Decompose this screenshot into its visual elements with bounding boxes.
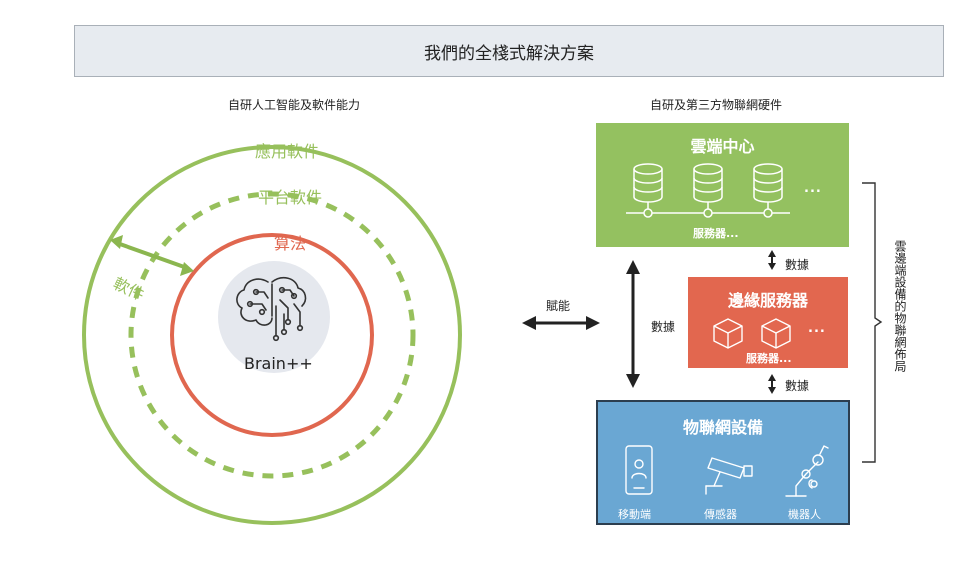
cube-icon xyxy=(761,318,791,349)
data-label-top: 數據 xyxy=(785,258,810,272)
algorithm-ring xyxy=(170,233,374,437)
cloud-server-label: 服務器... xyxy=(693,227,739,240)
device-label-robot: 機器人 xyxy=(788,508,821,521)
page-title: 我們的全棧式解決方案 xyxy=(424,43,594,64)
iot-layout-label: 雲邊端設備的物聯網佈局 xyxy=(893,240,907,372)
cube-icon xyxy=(713,318,743,349)
platform-ring xyxy=(128,191,416,479)
enable-label: 賦能 xyxy=(546,299,571,313)
data-arrow-long xyxy=(626,260,640,388)
mobile-icon xyxy=(625,445,653,495)
edge-server-box: 邊緣服務器 ... 服務器... xyxy=(688,277,848,368)
left-subtitle: 自研人工智能及軟件能力 xyxy=(228,98,361,112)
data-label-bottom: 數據 xyxy=(785,379,810,393)
device-label-sensor: 傳感器 xyxy=(704,508,737,521)
edge-server-title: 邊緣服務器 xyxy=(727,291,808,310)
right-subtitle: 自研及第三方物聯網硬件 xyxy=(650,98,783,112)
cloud-center-box: 雲端中心 xyxy=(596,123,849,247)
ring-outer-label: 應用軟件 xyxy=(255,142,320,161)
database-icon xyxy=(693,163,723,218)
ring-middle-label: 平台軟件 xyxy=(258,188,323,207)
cloud-servers xyxy=(626,163,790,218)
cloud-ellipsis: ... xyxy=(804,181,822,196)
camera-sensor-icon xyxy=(705,457,753,495)
edge-ellipsis: ... xyxy=(808,321,826,336)
title-bar: 我們的全棧式解決方案 xyxy=(74,25,944,77)
software-arrow xyxy=(110,235,194,276)
data-arrow-bottom xyxy=(768,374,776,394)
enable-arrow xyxy=(522,316,600,330)
cloud-center-title: 雲端中心 xyxy=(690,137,755,156)
edge-servers xyxy=(713,318,791,349)
database-icon xyxy=(753,163,783,218)
iot-device-title: 物聯網設備 xyxy=(682,418,763,437)
edge-server-label: 服務器... xyxy=(746,352,792,365)
data-arrow-top xyxy=(768,250,776,270)
database-icon xyxy=(633,163,663,218)
data-label-left: 數據 xyxy=(651,320,676,334)
iot-device-box: 物聯網設備 xyxy=(596,400,850,525)
ring-inner-label: 算法 xyxy=(274,234,307,253)
core-label: Brain++ xyxy=(244,354,313,373)
brain-icon xyxy=(236,276,307,342)
robot-arm-icon xyxy=(785,445,829,497)
device-label-mobile: 移動端 xyxy=(618,508,651,521)
iot-devices xyxy=(625,445,829,497)
layout-bracket xyxy=(862,182,883,463)
application-ring xyxy=(82,145,462,525)
